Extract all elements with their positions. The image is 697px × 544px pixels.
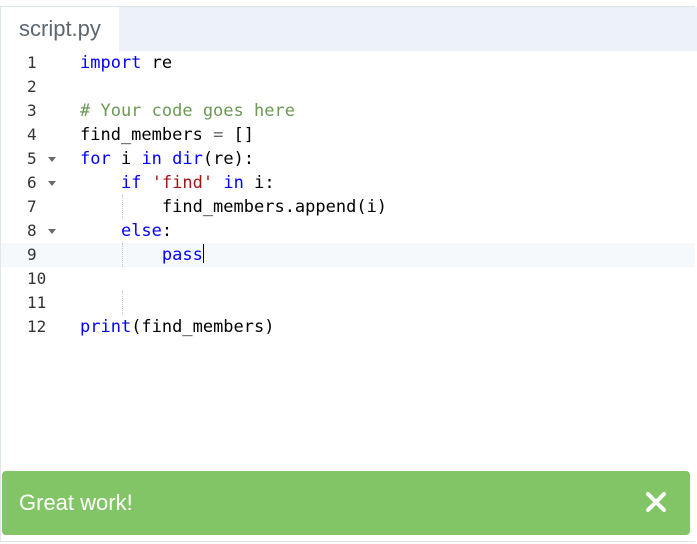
- line-number: 3: [27, 101, 37, 120]
- line-number: 8: [27, 221, 37, 240]
- editor-frame: [0, 6, 695, 542]
- code-line[interactable]: 1 import re: [1, 51, 695, 75]
- indent-guide: [122, 291, 123, 315]
- line-number: 4: [27, 125, 37, 144]
- line-number: 9: [27, 245, 37, 264]
- success-message: Great work!: [19, 490, 133, 515]
- fold-arrow-icon[interactable]: [48, 229, 56, 234]
- line-number: 1: [27, 53, 37, 72]
- code-line[interactable]: 5 for i in dir(re):: [1, 147, 695, 171]
- code-line[interactable]: 11: [1, 291, 695, 315]
- line-number: 10: [27, 269, 47, 288]
- line-number: 6: [27, 173, 37, 192]
- code-text: import re: [80, 53, 173, 73]
- indent-guide: [122, 243, 123, 267]
- code-line[interactable]: 2: [1, 75, 695, 99]
- tab-script-py[interactable]: script.py: [1, 7, 119, 51]
- code-line[interactable]: 7 find_members.append(i): [1, 195, 695, 219]
- code-text: pass: [161, 244, 204, 265]
- code-text: find_members = []: [80, 125, 255, 145]
- code-line[interactable]: 12 print(find_members): [1, 315, 695, 339]
- line-number: 11: [27, 293, 47, 312]
- code-text: for i in dir(re):: [80, 149, 255, 169]
- code-line[interactable]: 8 else:: [1, 219, 695, 243]
- code-text: if 'find' in i:: [120, 173, 275, 193]
- fold-arrow-icon[interactable]: [48, 181, 56, 186]
- line-number: 7: [27, 197, 37, 216]
- code-line-active[interactable]: 9 pass: [1, 243, 695, 267]
- code-text: find_members.append(i): [80, 197, 388, 217]
- code-text: print(find_members): [80, 317, 275, 337]
- code-line[interactable]: 4 find_members = []: [1, 123, 695, 147]
- text-cursor: [202, 244, 204, 263]
- line-number: 12: [27, 317, 47, 336]
- code-line[interactable]: 6 if 'find' in i:: [1, 171, 695, 195]
- indent-guide: [122, 195, 123, 219]
- line-number: 5: [27, 149, 37, 168]
- code-line[interactable]: 10: [1, 267, 695, 291]
- code-comment: # Your code goes here: [80, 101, 295, 121]
- code-line[interactable]: 3 # Your code goes here: [1, 99, 695, 123]
- close-icon[interactable]: [644, 490, 668, 514]
- fold-arrow-icon[interactable]: [48, 157, 56, 162]
- line-number: 2: [27, 77, 37, 96]
- success-banner: Great work!: [2, 471, 690, 535]
- code-text: else:: [120, 221, 173, 241]
- code-editor[interactable]: 1 import re 2 3 # Your code goes here 4 …: [1, 51, 695, 471]
